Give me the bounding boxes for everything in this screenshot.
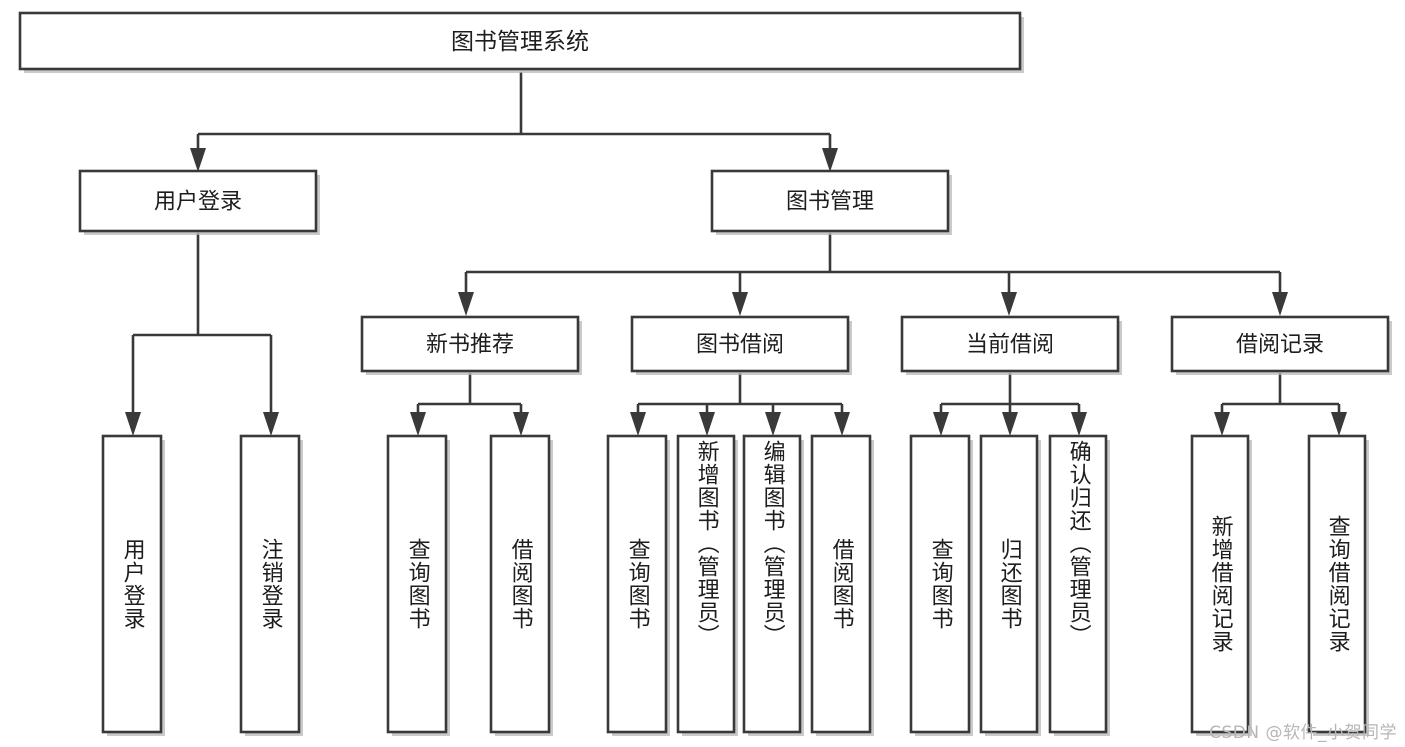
leaf-node-logout[interactable] — [239, 434, 303, 736]
current-borrow-box — [900, 315, 1120, 373]
borrow-records-label: 借阅记录 — [1236, 333, 1324, 358]
watermark-text: CSDN @软件_小贺同学 — [1209, 723, 1397, 743]
book-borrow-box — [630, 315, 850, 373]
current-borrow-label: 当前借阅 — [966, 333, 1054, 358]
book-management-label: 图书管理 — [786, 190, 874, 215]
book-borrow-label: 图书借阅 — [696, 333, 784, 358]
arrow-head-nb-leaf-1 — [410, 412, 426, 436]
leaf-box-4 — [606, 434, 668, 734]
arrow-head-bo-leaf-1 — [630, 412, 646, 436]
leaf-node-query-book-cb[interactable] — [909, 434, 973, 736]
node-current-borrow[interactable]: 当前借阅 — [900, 315, 1122, 375]
arrow-head-bo-leaf-3 — [765, 412, 781, 436]
new-book-recommend-label: 新书推荐 — [426, 333, 514, 358]
node-book-borrow[interactable]: 图书借阅 — [630, 315, 852, 375]
arrow-head-bo-leaf-4 — [834, 412, 850, 436]
leaf-node-add-borrow-record[interactable] — [1190, 434, 1252, 736]
user-login-label: 用户登录 — [154, 190, 242, 215]
user-login-box — [78, 169, 318, 233]
leaf-node-borrow-book-bo[interactable] — [810, 434, 874, 736]
arrow-head-user-login — [190, 148, 206, 172]
arrow-head-borrow — [732, 292, 748, 316]
leaf-node-return-book[interactable] — [979, 434, 1041, 736]
arrow-head-current-borrow — [1001, 292, 1017, 316]
leaf-box-12 — [1307, 434, 1367, 734]
arrow-head-records — [1272, 292, 1288, 316]
node-new-book-recommend[interactable]: 新书推荐 — [360, 315, 582, 375]
leaf-node-query-book-bo[interactable] — [606, 434, 670, 736]
arrow-head-bo-leaf-2 — [699, 412, 715, 436]
leaf-box-3 — [489, 434, 551, 734]
arrow-head-rc-leaf-2 — [1331, 412, 1347, 436]
node-root[interactable]: 图书管理系统 — [18, 11, 1024, 73]
book-management-box — [710, 169, 950, 233]
arrow-head-cb-leaf-1 — [933, 412, 949, 436]
arrow-head-leaf-logout — [263, 412, 279, 436]
root-box — [18, 11, 1022, 71]
leaf-node-borrow-book-nb[interactable] — [489, 434, 553, 736]
leaf-box-6 — [742, 434, 802, 734]
leaf-box-0 — [101, 434, 163, 734]
arrow-head-leaf-user-login — [125, 412, 141, 436]
leaf-node-confirm-return-admin[interactable] — [1048, 434, 1110, 736]
arrow-head-rc-leaf-1 — [1214, 412, 1230, 436]
arrow-head-nb-leaf-2 — [513, 412, 529, 436]
node-book-management[interactable]: 图书管理 — [710, 169, 952, 235]
leaf-node-edit-book-admin[interactable] — [742, 434, 804, 736]
root-label: 图书管理系统 — [451, 29, 589, 55]
leaf-box-5 — [676, 434, 736, 734]
leaf-box-9 — [979, 434, 1039, 734]
arrow-head-cb-leaf-3 — [1071, 412, 1087, 436]
arrow-head-cb-leaf-2 — [1002, 412, 1018, 436]
leaf-box-2 — [386, 434, 448, 734]
leaf-node-add-book-admin[interactable] — [676, 434, 738, 736]
leaf-box-8 — [909, 434, 971, 734]
leaf-box-7 — [810, 434, 872, 734]
leaf-node-query-book-nb[interactable] — [386, 434, 450, 736]
leaf-box-1 — [239, 434, 301, 734]
leaf-node-query-borrow-record[interactable] — [1307, 434, 1369, 736]
leaf-box-10 — [1048, 434, 1108, 734]
borrow-records-box — [1170, 315, 1390, 373]
new-book-recommend-box — [360, 315, 580, 373]
node-user-login[interactable]: 用户登录 — [78, 169, 320, 235]
leaf-node-user-login[interactable] — [101, 434, 165, 736]
arrow-head-new-book — [458, 292, 474, 316]
connector-layer — [125, 72, 1347, 436]
arrow-head-book-mgmt — [822, 148, 838, 172]
leaf-box-11 — [1190, 434, 1250, 734]
node-borrow-records[interactable]: 借阅记录 — [1170, 315, 1392, 375]
